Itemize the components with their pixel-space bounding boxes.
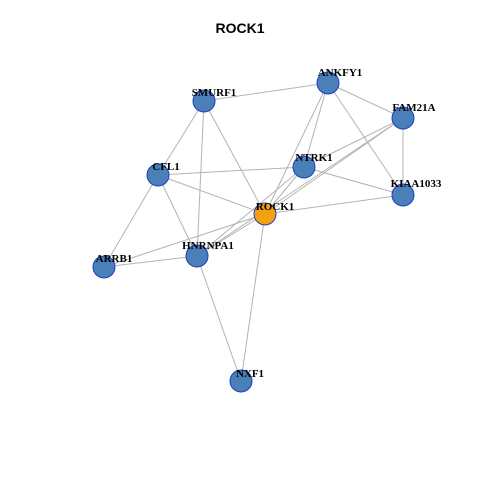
edge-fam21a-ntrk1 [303, 117, 404, 168]
node-label-smurf1: SMURF1 [192, 87, 237, 99]
node-nxf1[interactable]: NXF1 [229, 368, 264, 393]
node-cfl1[interactable]: CFL1 [146, 161, 180, 187]
node-label-fam21a: FAM21A [392, 102, 435, 114]
node-circle-fam21a[interactable] [391, 106, 415, 130]
edge-hnrnpa1-nxf1 [196, 255, 242, 382]
node-label-arrb1: ARRB1 [96, 253, 133, 265]
node-circle-arrb1[interactable] [92, 255, 116, 279]
graph-title: ROCK1 [215, 20, 265, 36]
edge-layer [103, 82, 404, 382]
node-circle-rock1[interactable] [253, 202, 277, 226]
node-kiaa1033[interactable]: KIAA1033 [391, 178, 442, 207]
edge-rock1-kiaa1033 [264, 194, 404, 215]
edge-smurf1-hnrnpa1 [196, 100, 205, 257]
edge-ankfy1-rock1 [264, 82, 329, 215]
node-circle-ankfy1[interactable] [316, 71, 340, 95]
edge-ntrk1-hnrnpa1 [196, 166, 305, 257]
edge-cfl1-ntrk1 [157, 166, 305, 176]
edge-fam21a-hnrnpa1 [196, 117, 404, 257]
edge-rock1-arrb1 [103, 213, 266, 268]
node-label-ankfy1: ANKFY1 [318, 67, 363, 79]
node-label-rock1: ROCK1 [256, 201, 295, 213]
edge-rock1-nxf1 [240, 213, 266, 382]
node-ntrk1[interactable]: NTRK1 [292, 152, 333, 179]
edge-cfl1-arrb1 [103, 174, 159, 268]
edge-smurf1-cfl1 [157, 100, 205, 176]
edge-ankfy1-fam21a [327, 82, 404, 119]
node-circle-cfl1[interactable] [146, 163, 170, 187]
node-circle-hnrnpa1[interactable] [185, 244, 209, 268]
node-fam21a[interactable]: FAM21A [391, 102, 436, 130]
node-ankfy1[interactable]: ANKFY1 [316, 67, 363, 95]
node-arrb1[interactable]: ARRB1 [92, 253, 133, 279]
edge-smurf1-ankfy1 [203, 82, 329, 102]
edge-ankfy1-ntrk1 [303, 82, 329, 168]
node-label-ntrk1: NTRK1 [295, 152, 332, 164]
node-circle-kiaa1033[interactable] [391, 183, 415, 207]
node-hnrnpa1[interactable]: HNRNPA1 [182, 240, 234, 268]
node-label-nxf1: NXF1 [236, 368, 264, 380]
node-circle-ntrk1[interactable] [292, 155, 316, 179]
edge-arrb1-hnrnpa1 [103, 255, 198, 268]
edge-ntrk1-kiaa1033 [303, 166, 404, 196]
edge-cfl1-rock1 [157, 174, 266, 215]
node-label-hnrnpa1: HNRNPA1 [182, 240, 234, 252]
edge-cfl1-hnrnpa1 [157, 174, 198, 257]
node-rock1[interactable]: ROCK1 [253, 201, 295, 226]
node-label-cfl1: CFL1 [152, 161, 180, 173]
edge-rock1-hnrnpa1 [196, 213, 266, 257]
node-circle-smurf1[interactable] [192, 89, 216, 113]
node-circle-nxf1[interactable] [229, 369, 253, 393]
edge-ankfy1-kiaa1033 [327, 82, 404, 196]
node-label-kiaa1033: KIAA1033 [391, 178, 442, 190]
edge-smurf1-rock1 [203, 100, 266, 215]
node-smurf1[interactable]: SMURF1 [192, 87, 237, 113]
